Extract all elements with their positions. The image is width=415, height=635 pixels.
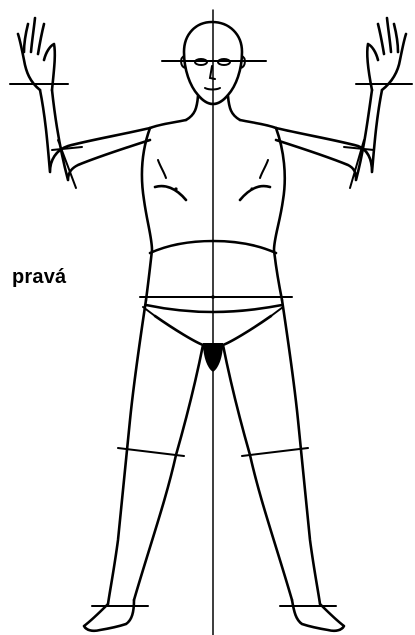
left-foot [84,600,134,631]
left-hand [18,18,55,90]
right-arm [276,84,412,188]
torso [140,120,292,316]
right-leg [223,300,336,606]
side-label: pravá [12,266,66,289]
head [162,22,266,104]
left-arm [10,84,150,188]
left-leg [92,300,203,606]
right-foot [292,600,344,631]
pelvis [146,305,282,372]
right-hand [367,18,406,90]
